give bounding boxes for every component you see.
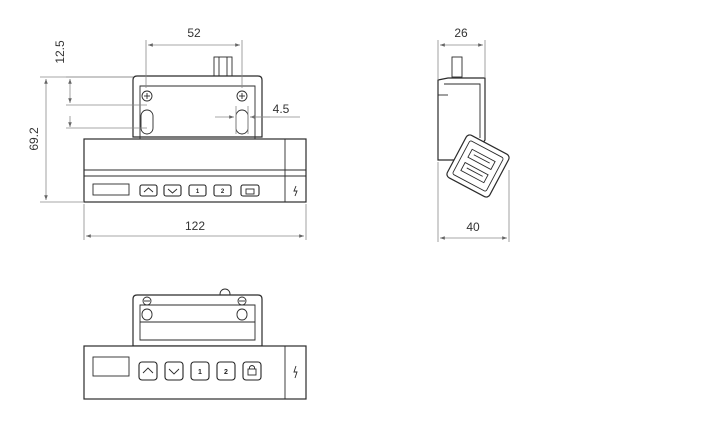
arrow-down-icon	[167, 188, 178, 194]
preset-1-button[interactable]: 1	[190, 361, 210, 381]
dim-depth-top: 26	[454, 26, 468, 40]
dim-offset-top: 12.5	[53, 40, 67, 64]
screw-icon	[237, 296, 247, 306]
arrow-down-button[interactable]	[163, 184, 182, 197]
usb-power-icon	[293, 185, 298, 197]
dim-slot-gap: 4.5	[273, 102, 290, 116]
dim-length: 122	[185, 219, 205, 233]
screw-icon	[141, 90, 153, 102]
arrow-up-icon	[143, 187, 154, 193]
arrow-up-button[interactable]	[138, 361, 158, 381]
arrow-up-button[interactable]	[139, 184, 158, 197]
screw-icon	[142, 296, 152, 306]
arrow-down-icon	[168, 368, 180, 375]
dim-depth-bottom: 40	[466, 220, 480, 234]
usb-power-icon	[293, 365, 298, 379]
preset-2-button[interactable]: 2	[216, 361, 236, 381]
arrow-down-button[interactable]	[164, 361, 184, 381]
preset-2-button[interactable]: 2	[213, 184, 232, 197]
dim-width-top: 52	[187, 26, 201, 40]
lock-icon	[247, 368, 257, 376]
preset-1-button[interactable]: 1	[188, 184, 207, 197]
lock-icon	[245, 188, 255, 195]
dimension-lines-side: 26 40	[437, 26, 510, 242]
arrow-up-icon	[142, 367, 154, 374]
screw-icon	[236, 90, 248, 102]
preset-1-label: 1	[196, 189, 200, 195]
lock-button[interactable]	[240, 184, 260, 197]
preset-2-label: 2	[224, 369, 228, 376]
side-view	[437, 56, 510, 198]
preset-1-label: 1	[198, 369, 202, 376]
lock-button[interactable]	[242, 361, 262, 381]
dimension-lines-front: 52 12.5 69.2 4.5 122	[27, 26, 307, 240]
bottom-front-view: 1 2	[83, 288, 307, 400]
front-view: 1 2	[83, 56, 307, 203]
dim-height: 69.2	[27, 127, 41, 151]
preset-2-label: 2	[221, 189, 225, 195]
